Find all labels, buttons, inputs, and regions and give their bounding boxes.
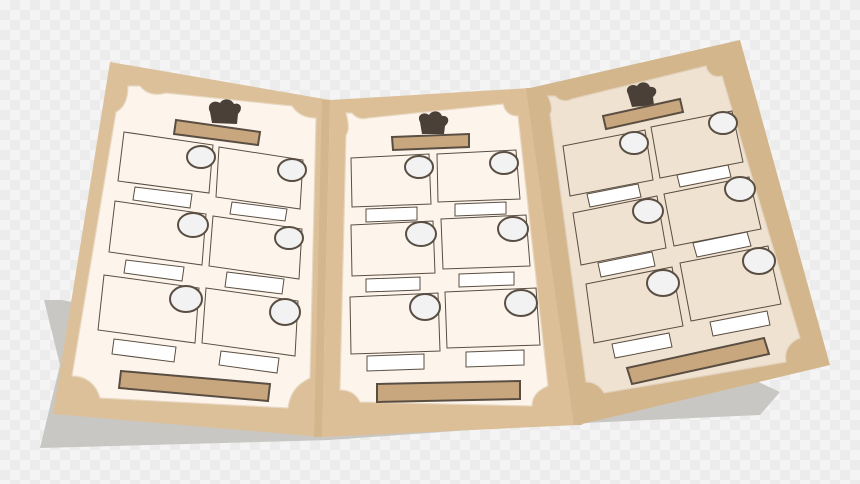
food-photo-frame bbox=[97, 274, 200, 344]
dish-label-box bbox=[597, 251, 656, 278]
price-badge bbox=[632, 198, 664, 224]
dish-label-box bbox=[366, 353, 425, 372]
menu-title-banner bbox=[390, 132, 470, 152]
middle-menu-panel bbox=[322, 88, 578, 437]
price-badge bbox=[708, 111, 738, 135]
food-photo-frame bbox=[663, 176, 762, 247]
dish-label-box bbox=[709, 310, 771, 337]
right-menu-panel bbox=[526, 40, 830, 425]
chef-hat-icon bbox=[418, 111, 449, 134]
food-photo-frame bbox=[562, 129, 654, 197]
food-photo-frame bbox=[436, 149, 521, 203]
dish-label-box bbox=[229, 201, 288, 222]
dish-label-box bbox=[218, 350, 280, 374]
left-menu-panel bbox=[53, 62, 330, 437]
chef-hat-icon bbox=[626, 82, 657, 107]
price-badge bbox=[646, 269, 680, 297]
price-badge bbox=[489, 151, 519, 175]
price-badge bbox=[724, 176, 756, 202]
food-photo-frame bbox=[572, 195, 667, 266]
dish-label-box bbox=[132, 186, 193, 209]
chef-hat-icon bbox=[208, 99, 241, 124]
food-photo-frame bbox=[215, 146, 304, 210]
food-photo-frame bbox=[201, 287, 299, 357]
price-badge bbox=[619, 131, 649, 155]
dish-label-box bbox=[586, 183, 642, 208]
food-photo-frame bbox=[585, 266, 684, 344]
food-photo-frame bbox=[108, 200, 207, 266]
footer-bar bbox=[376, 379, 521, 404]
dish-label-box bbox=[454, 201, 507, 217]
food-photo-frame bbox=[208, 215, 303, 280]
dish-label-box bbox=[365, 276, 421, 293]
food-photo-frame bbox=[679, 245, 782, 322]
dish-label-box bbox=[365, 206, 418, 223]
food-photo-frame bbox=[650, 110, 744, 179]
price-badge bbox=[742, 247, 776, 275]
price-badge bbox=[177, 212, 209, 238]
food-photo-frame bbox=[440, 214, 531, 270]
food-photo-frame bbox=[117, 131, 214, 194]
dish-label-box bbox=[692, 231, 752, 258]
price-badge bbox=[269, 298, 301, 326]
price-badge bbox=[277, 158, 307, 182]
price-badge bbox=[404, 155, 434, 179]
dish-label-box bbox=[224, 271, 285, 295]
price-badge bbox=[274, 226, 304, 250]
dish-label-box bbox=[611, 332, 673, 359]
price-badge bbox=[169, 285, 203, 313]
menu-title-banner bbox=[601, 97, 685, 131]
footer-bar bbox=[625, 336, 771, 386]
price-badge bbox=[186, 145, 216, 169]
price-badge bbox=[409, 293, 441, 321]
menu-title-banner bbox=[172, 118, 262, 147]
dish-label-box bbox=[458, 271, 515, 288]
dish-label-box bbox=[123, 259, 185, 282]
dish-label-box bbox=[676, 164, 732, 188]
price-badge bbox=[497, 216, 529, 242]
food-photo-frame bbox=[444, 287, 541, 349]
dish-label-box bbox=[465, 349, 525, 368]
food-photo-frame bbox=[350, 220, 436, 277]
price-badge bbox=[504, 289, 538, 317]
dish-label-box bbox=[111, 338, 177, 363]
food-photo-frame bbox=[349, 292, 441, 355]
food-photo-frame bbox=[350, 153, 432, 208]
price-badge bbox=[405, 221, 437, 247]
footer-bar bbox=[117, 369, 272, 403]
